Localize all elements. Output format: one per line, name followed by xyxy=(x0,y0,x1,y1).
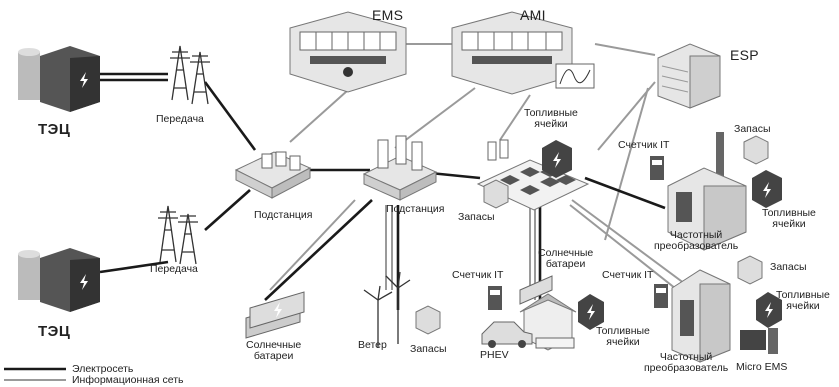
fuel-cell-icon xyxy=(752,170,782,208)
battery-storage-icon xyxy=(483,179,509,209)
fuel-cell-icon xyxy=(542,140,572,178)
legend-info-label: Информационная сеть xyxy=(72,374,184,386)
ems-label: EMS xyxy=(372,7,404,23)
phev-label: PHEV xyxy=(480,349,509,361)
computer-icon xyxy=(740,328,778,354)
reserves-center-label: Запасы xyxy=(458,211,495,223)
electric-car-icon xyxy=(481,321,575,349)
factory-icon xyxy=(667,132,747,251)
factory-icon xyxy=(671,269,731,363)
transmission-top-label: Передача xyxy=(156,113,204,125)
fuel-cells-bottom-right-label: Топливные ячейки xyxy=(776,289,830,312)
substation-icon xyxy=(362,135,438,201)
power-plant-icon xyxy=(18,46,100,112)
substation-center-label: Подстанция xyxy=(386,203,445,215)
legend-item-power: Электросеть xyxy=(4,363,224,375)
ami-label: AMI xyxy=(520,7,546,23)
battery-storage-icon xyxy=(737,255,763,285)
wind-turbine-icon xyxy=(363,271,411,348)
solar-left-label: Солнечные батареи xyxy=(246,339,302,362)
meter-top-label: Счетчик IT xyxy=(618,139,670,151)
reserves-bottom-label: Запасы xyxy=(410,343,447,355)
tec-bottom-label: ТЭЦ xyxy=(38,323,71,340)
esp-label: ESP xyxy=(730,47,759,63)
control-room-icon xyxy=(451,11,595,95)
tec-top-label: ТЭЦ xyxy=(38,121,71,138)
wind-label: Ветер xyxy=(358,339,387,351)
solar-panel-icon xyxy=(245,291,305,339)
battery-storage-icon xyxy=(743,135,769,165)
solar-panel-icon xyxy=(519,275,553,305)
legend-power-label: Электросеть xyxy=(72,363,134,375)
substation-left-label: Подстанция xyxy=(254,209,313,221)
battery-storage-icon xyxy=(415,305,441,335)
solar-center-label: Солнечные батареи xyxy=(538,247,594,270)
meter-icon xyxy=(488,286,502,310)
office-building-icon xyxy=(657,43,721,109)
fuel-cells-house-label: Топливные ячейки xyxy=(596,325,650,348)
meter-icon xyxy=(650,156,664,180)
fuel-cell-icon xyxy=(578,294,604,330)
control-room-icon xyxy=(289,11,407,93)
fuel-cell-icon xyxy=(756,292,782,328)
power-plant-icon xyxy=(18,248,100,312)
fuel-cells-top-right-label: Топливные ячейки xyxy=(762,207,816,230)
freq-converter-bottom-label: Частотный преобразователь xyxy=(644,351,729,374)
fuel-cells-center-label: Топливные ячейки xyxy=(524,107,578,130)
legend-item-info: Информационная сеть xyxy=(4,374,224,386)
freq-converter-top-label: Частотный преобразователь xyxy=(654,229,739,252)
micro-ems-label: Micro EMS xyxy=(736,361,788,373)
reserves-top-right-label: Запасы xyxy=(734,123,771,135)
reserves-bottom-right-label: Запасы xyxy=(770,261,807,273)
meter-center-label: Счетчик IT xyxy=(452,269,504,281)
transmission-tower-icon xyxy=(170,45,210,105)
transmission-bottom-label: Передача xyxy=(150,263,198,275)
meter-bottom-right-label: Счетчик IT xyxy=(602,269,654,281)
distribution-hub-icon xyxy=(476,139,590,211)
transmission-tower-icon xyxy=(158,205,198,265)
meter-icon xyxy=(654,284,668,308)
substation-icon xyxy=(234,151,312,199)
info-network-lines xyxy=(269,43,701,301)
